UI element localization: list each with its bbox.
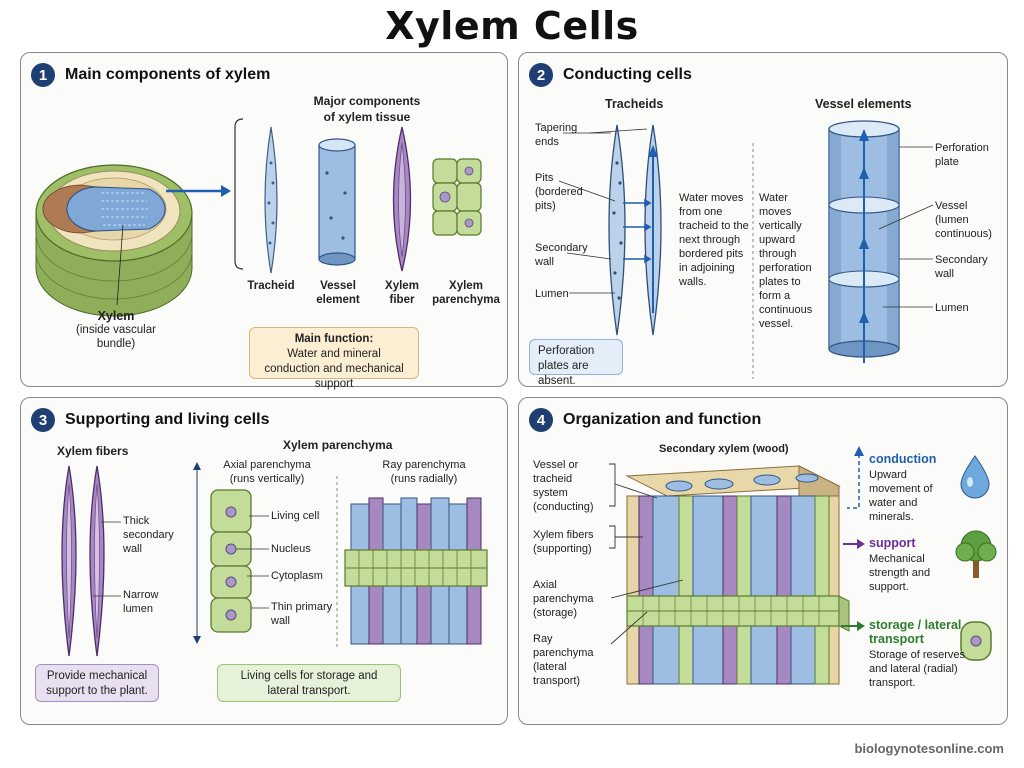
label-lumen: Lumen	[535, 288, 569, 300]
panel-number-badge: 3	[31, 408, 55, 432]
label-secondary-wall: Secondary wall	[535, 242, 588, 268]
label-vessel-lumen: Lumen	[935, 302, 969, 314]
label-vessel-secondary-wall: Secondary wall	[935, 254, 988, 280]
panel1-illustrations	[35, 118, 482, 317]
label-narrow-lumen: Narrow lumen	[123, 589, 159, 615]
vessel-water-note: Water moves vertically upward through pe…	[759, 192, 813, 330]
label-cytoplasm: Cytoplasm	[271, 570, 323, 582]
fiber-function-box: Provide mechanical support to the plant.	[35, 664, 159, 702]
panel-title: Main components of xylem	[65, 66, 271, 83]
panel3-illustrations	[61, 462, 488, 657]
label-thin-primary-wall: Thin primary wall	[271, 601, 333, 627]
water-drop-icon	[960, 455, 990, 499]
page-title: Xylem Cells	[385, 4, 639, 48]
xylem-fiber-icon	[89, 465, 105, 657]
components-heading: Major components of xylem tissue	[313, 94, 421, 124]
label-ray-lateral: Ray parenchyma (lateral transport)	[533, 633, 594, 687]
tracheid-cell-icon	[608, 124, 626, 336]
xylem-fiber-icon	[61, 465, 77, 657]
fibers-heading: Xylem fibers	[57, 444, 129, 458]
parenchyma-cell-icon	[960, 621, 992, 661]
tree-icon	[955, 530, 997, 578]
label-conducting-system: Vessel or tracheid system (conducting)	[533, 459, 594, 513]
function-conduction: conduction Upward movement of water and …	[869, 452, 937, 523]
component-label-tracheid: Tracheid	[247, 280, 295, 292]
ray-parenchyma-icon	[344, 497, 488, 645]
label-bordered-pits: Pits (bordered pits)	[535, 172, 583, 212]
vessel-element-icon	[318, 138, 356, 266]
label-axial-storage: Axial parenchyma (storage)	[533, 579, 594, 619]
component-label-fiber: Xylem fiber	[385, 280, 419, 306]
perforation-plates-absent-box: Perforation plates are absent.	[529, 339, 623, 387]
panel2-illustrations	[558, 120, 934, 379]
label-vessel-lumen-continuous: Vessel (lumen continuous)	[935, 200, 992, 240]
axial-heading: Axial parenchyma (runs vertically)	[223, 459, 311, 485]
xylem-parenchyma-icon	[432, 158, 482, 236]
component-label-parenchyma: Xylem parenchyma	[432, 280, 500, 306]
tracheid-cell-icon	[264, 126, 278, 274]
label-supporting-fibers: Xylem fibers (supporting)	[533, 529, 594, 555]
function-support: support Mechanical strength and support.	[869, 536, 931, 593]
tracheid-water-note: Water moves from one tracheid to the nex…	[679, 192, 749, 288]
panel-organization-function: 4 Organization and function	[518, 397, 1008, 725]
xylem-stem-label: Xylem (inside vascular bundle)	[76, 309, 156, 350]
ray-heading: Ray parenchyma (runs radially)	[382, 459, 466, 485]
panel-title: Organization and function	[563, 411, 762, 428]
tracheids-heading: Tracheids	[605, 97, 664, 111]
parenchyma-heading: Xylem parenchyma	[283, 438, 393, 452]
panel4-illustrations	[609, 446, 997, 685]
support-arrow-icon	[843, 539, 865, 549]
tracheid-cell-icon	[644, 124, 662, 336]
block-heading: Secondary xylem (wood)	[659, 443, 789, 455]
vessel-column-icon	[828, 120, 900, 363]
panel-number-badge: 4	[529, 408, 553, 432]
panel-number-badge: 1	[31, 63, 55, 87]
panel-title: Supporting and living cells	[65, 411, 270, 428]
panel-main-components: 1 Main components of xylem	[20, 52, 508, 390]
stem-cross-section-icon	[35, 164, 193, 317]
axial-parenchyma-column-icon	[210, 489, 252, 633]
parenchyma-function-box: Living cells for storage and lateral tra…	[217, 664, 401, 702]
label-tapering-ends: Tapering ends	[535, 122, 578, 148]
label-thick-secondary-wall: Thick secondary wall	[123, 515, 174, 555]
secondary-xylem-block-icon	[625, 465, 850, 685]
panel-title: Conducting cells	[563, 66, 692, 83]
label-perforation-plate: Perforation plate	[935, 142, 989, 168]
main-function-box: Main function: Water and mineral conduct…	[249, 327, 419, 390]
panel-conducting-cells: 2 Conducting cells	[518, 52, 1008, 387]
xylem-fiber-icon	[392, 126, 412, 272]
storage-arrow-icon	[841, 621, 865, 631]
panel-number-badge: 2	[529, 63, 553, 87]
conduction-arrow-icon	[847, 446, 864, 509]
vessels-heading: Vessel elements	[815, 97, 912, 111]
source-footer: biologynotesonline.com	[854, 741, 1004, 756]
label-nucleus: Nucleus	[271, 543, 311, 555]
component-label-vessel: Vessel element	[316, 280, 360, 306]
label-living-cell: Living cell	[271, 510, 320, 522]
panel-supporting-living-cells: 3 Supporting and living cells	[20, 397, 508, 725]
function-storage: storage / lateral transport Storage of r…	[869, 618, 965, 689]
